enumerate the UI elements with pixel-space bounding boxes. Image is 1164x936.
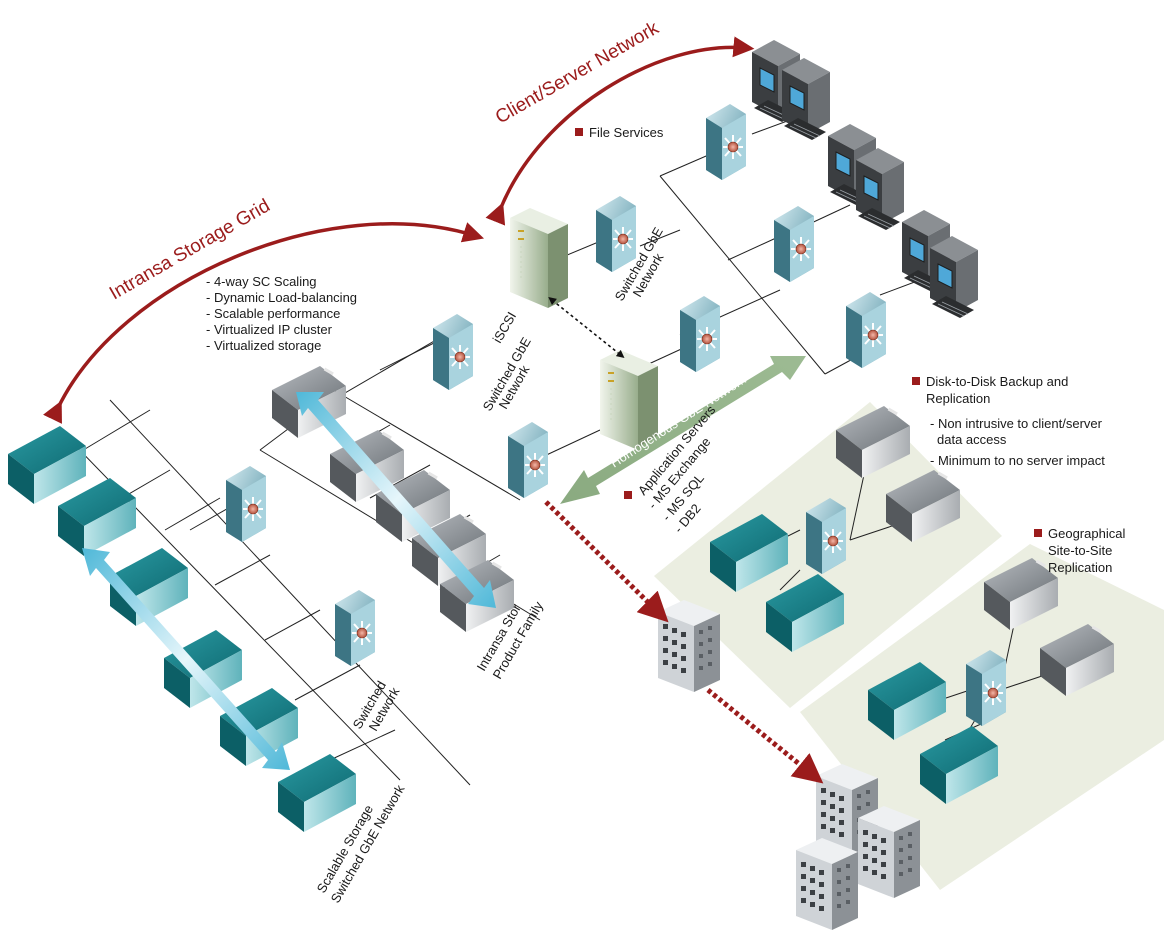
geo-block: Geographical Site-to-Site Replication xyxy=(1034,526,1125,575)
datacenter-icon xyxy=(658,600,720,692)
scaling-arrow-storage xyxy=(82,548,290,770)
backup-item: - Minimum to no server impact xyxy=(930,453,1105,468)
network-switch-icon xyxy=(805,497,847,575)
bullet-icon xyxy=(912,377,920,385)
workstation-icon xyxy=(855,147,905,231)
replication-arrow xyxy=(706,688,824,784)
bullet-icon xyxy=(624,491,632,499)
workstation-icon xyxy=(781,57,831,141)
network-switch-icon xyxy=(432,313,474,391)
bullet-icon xyxy=(575,128,583,136)
geo-title: Geographical xyxy=(1048,526,1125,541)
datacenter-icon xyxy=(858,806,920,898)
replication-arrow xyxy=(544,500,669,623)
feature-item: - Scalable performance xyxy=(206,306,340,321)
server-link-arrow xyxy=(548,297,625,358)
backup-item: data access xyxy=(937,432,1007,447)
network-switch-icon xyxy=(845,291,887,369)
storage-box xyxy=(278,754,356,832)
feature-item: - Dynamic Load-balancing xyxy=(206,290,357,305)
backup-title: Disk-to-Disk Backup and xyxy=(926,374,1068,389)
backup-item: - Non intrusive to client/server xyxy=(930,416,1103,431)
network-switch-icon xyxy=(225,465,267,543)
features-list: - 4-way SC Scaling - Dynamic Load-balanc… xyxy=(206,274,357,353)
scalable-storage-array xyxy=(8,426,356,832)
backup-block: Disk-to-Disk Backup and Replication - No… xyxy=(912,374,1105,468)
iscsi-server-icon xyxy=(509,207,569,309)
geo-title: Replication xyxy=(1048,560,1112,575)
datacenter-icon xyxy=(796,838,858,930)
client-server-arc xyxy=(485,36,755,226)
storage-box xyxy=(8,426,86,504)
network-switch-icon xyxy=(705,103,747,181)
network-switch-icon xyxy=(773,205,815,283)
file-services-label: File Services xyxy=(589,125,664,140)
network-switch-icon xyxy=(334,589,376,667)
network-switch-icon xyxy=(595,195,637,273)
scaling-arrow-stor xyxy=(296,392,496,608)
iscsi-label: iSCSI xyxy=(490,309,520,345)
feature-item: - Virtualized storage xyxy=(206,338,321,353)
geo-title: Site-to-Site xyxy=(1048,543,1112,558)
storage-box xyxy=(58,478,136,556)
storage-box xyxy=(220,688,298,766)
network-switch-icon xyxy=(507,421,549,499)
network-switch-icon xyxy=(679,295,721,373)
workstation-icon xyxy=(929,235,979,319)
storage-grid-arc xyxy=(43,222,485,424)
bullet-icon xyxy=(1034,529,1042,537)
network-switch-icon xyxy=(965,649,1007,727)
feature-item: - Virtualized IP cluster xyxy=(206,322,333,337)
feature-item: - 4-way SC Scaling xyxy=(206,274,317,289)
backup-title: Replication xyxy=(926,391,990,406)
homogenous-network-arrow xyxy=(560,356,806,504)
